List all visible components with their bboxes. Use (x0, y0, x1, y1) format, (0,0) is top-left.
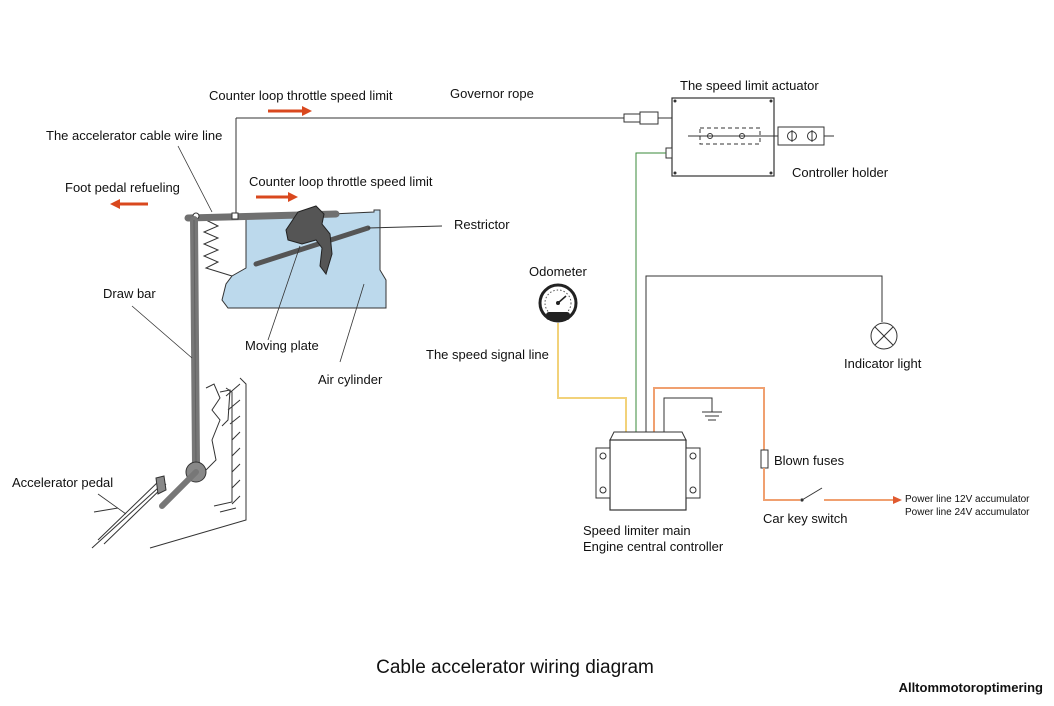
speed-limit-actuator (665, 97, 834, 177)
watermark: Alltommotoroptimering (899, 680, 1043, 695)
label-power-line-12v: Power line 12V accumulator (905, 494, 1030, 505)
label-accelerator-cable: The accelerator cable wire line (46, 128, 222, 143)
diagram-title: Cable accelerator wiring diagram (376, 657, 654, 678)
label-governor-rope: Governor rope (450, 86, 534, 101)
accelerator-pedal (91, 475, 167, 549)
actuator-wire (635, 152, 666, 432)
label-accelerator-pedal: Accelerator pedal (12, 475, 113, 490)
label-foot-pedal-refueling: Foot pedal refueling (65, 180, 180, 195)
moving-plate (285, 205, 333, 276)
label-air-cylinder: Air cylinder (318, 372, 383, 387)
label-controller-holder: Controller holder (792, 165, 889, 180)
power-wire-upper (653, 387, 765, 450)
speed-limiter-controller (595, 431, 701, 511)
cable-end-fitting (623, 111, 672, 125)
power-wire-lower (763, 468, 800, 501)
label-controller-line2: Engine central controller (583, 539, 724, 554)
draw-bar (190, 216, 200, 468)
blown-fuses (760, 449, 769, 469)
arrow-counter-loop-top (268, 106, 312, 116)
leader-lines (97, 145, 365, 515)
pedal-bracket (159, 383, 231, 509)
label-moving-plate: Moving plate (245, 338, 319, 353)
arrow-counter-loop-mid (256, 192, 298, 202)
label-counter-loop-mid: Counter loop throttle speed limit (249, 174, 433, 189)
label-odometer: Odometer (529, 264, 587, 279)
label-controller-line1: Speed limiter main (583, 523, 691, 538)
label-speed-signal-line: The speed signal line (426, 347, 549, 362)
odometer (538, 283, 578, 323)
car-key-switch (800, 487, 823, 502)
cable-clamp (231, 212, 239, 220)
label-draw-bar: Draw bar (103, 286, 156, 301)
label-indicator-light: Indicator light (844, 356, 922, 371)
power-line-arrow (824, 496, 902, 504)
label-car-key-switch: Car key switch (763, 511, 848, 526)
arrow-foot-pedal-refueling (110, 199, 148, 209)
label-counter-loop-top: Counter loop throttle speed limit (209, 88, 393, 103)
label-restrictor: Restrictor (454, 217, 510, 232)
label-blown-fuses: Blown fuses (774, 453, 845, 468)
speed-signal-wire (557, 323, 627, 432)
return-spring (202, 219, 233, 277)
restrictor-rod (253, 225, 371, 267)
label-speed-limit-actuator: The speed limit actuator (680, 78, 819, 93)
label-power-line-24v: Power line 24V accumulator (905, 507, 1030, 518)
indicator-wire (645, 275, 883, 432)
restrictor-leader (367, 225, 443, 229)
firewall (149, 377, 247, 549)
indicator-light (870, 322, 898, 350)
ground-symbol (663, 397, 722, 432)
